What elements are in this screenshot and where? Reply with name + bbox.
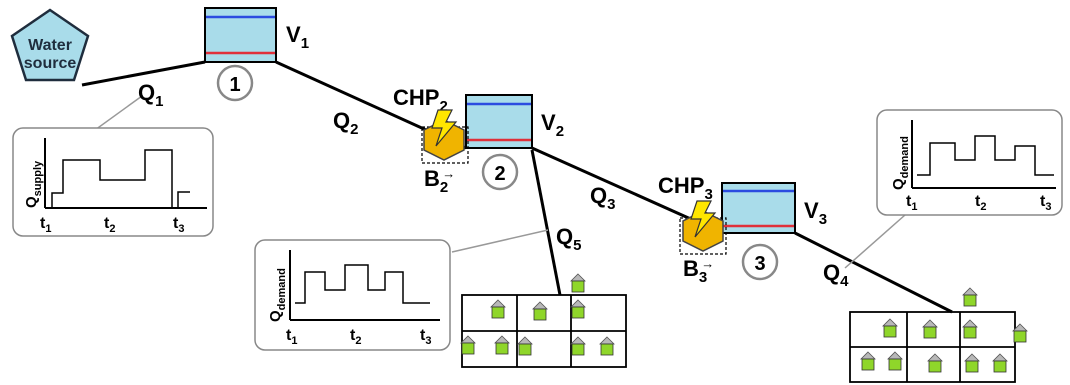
plot-demand-mid: Qdemand t1 t2 t3 — [254, 239, 451, 351]
pipe-q5 — [530, 149, 562, 296]
callout-line-demand-right — [844, 214, 906, 269]
house-icon — [570, 273, 586, 293]
flow-label-q5: Q5 — [556, 224, 581, 254]
house-icon — [570, 299, 586, 319]
flow-label-q3: Q3 — [590, 183, 615, 213]
district-grid-right — [849, 311, 1016, 383]
plot-supply: Qsupply t1 t2 t3 — [12, 127, 214, 237]
demand-mid-curve — [295, 264, 430, 304]
house-icon — [962, 319, 978, 339]
house-icon — [570, 336, 586, 356]
house-icon — [599, 336, 615, 356]
supply-ylabel: Qsupply — [23, 160, 44, 208]
demand-mid-ylabel: Qdemand — [267, 268, 288, 322]
booster-label-b3: B3→ — [683, 256, 714, 286]
house-icon — [517, 336, 533, 356]
tank-label-v2: V2 — [541, 110, 564, 140]
water-source-line2: source — [24, 55, 77, 72]
house-icon — [494, 335, 510, 355]
tank-v1 — [204, 7, 277, 63]
house-icon — [962, 287, 978, 307]
houses — [460, 273, 1028, 373]
water-source: Water source — [10, 8, 90, 82]
demand-mid-tick-t1: t1 — [286, 327, 297, 347]
chp-label-3: CHP3 — [658, 173, 713, 203]
house-icon — [532, 301, 548, 321]
house-icon — [882, 318, 898, 338]
flow-label-q1: Q1 — [138, 80, 163, 110]
pipe-q4 — [794, 231, 953, 314]
chp-label-2: CHP2 — [393, 85, 448, 115]
callout-line-supply — [94, 95, 143, 131]
chp-hexagon-3 — [682, 210, 724, 252]
tank-label-v1: V1 — [286, 22, 309, 52]
demand-mid-tick-t2: t2 — [350, 327, 361, 347]
tank-v2 — [465, 94, 533, 149]
house-icon — [1012, 323, 1028, 343]
flow-label-q2: Q2 — [333, 108, 358, 138]
supply-tick-t3: t3 — [173, 215, 184, 235]
tank-label-v3: V3 — [804, 198, 827, 228]
chp-hexagon-2 — [423, 119, 465, 161]
svg-text:1: 1 — [229, 74, 240, 96]
district-grid-mid — [461, 294, 627, 368]
flow-label-q4: Q4 — [823, 260, 849, 290]
node-3: 3 — [741, 243, 779, 281]
svg-text:2: 2 — [494, 163, 505, 185]
lightning-icon-3 — [690, 200, 717, 238]
house-icon — [860, 351, 876, 371]
house-icon — [922, 319, 938, 339]
house-icon — [964, 353, 980, 373]
node-1: 1 — [216, 64, 254, 102]
pipe-q1 — [81, 60, 206, 87]
svg-text:3: 3 — [754, 253, 765, 275]
plot-demand-right: Qdemand t1 t2 t3 — [876, 109, 1063, 216]
demand-right-tick-t3: t3 — [1040, 193, 1051, 213]
lightning-icon-2 — [431, 109, 458, 147]
supply-curve — [51, 149, 190, 209]
demand-right-tick-t2: t2 — [975, 193, 986, 213]
booster-label-b2: B2→ — [424, 166, 455, 196]
water-source-pentagon — [10, 8, 90, 82]
demand-right-curve — [917, 135, 1054, 176]
supply-tick-t1: t1 — [40, 215, 51, 235]
water-source-line1: Water — [28, 37, 72, 54]
house-icon — [887, 351, 903, 371]
demand-mid-tick-t3: t3 — [420, 327, 431, 347]
supply-tick-t2: t2 — [104, 215, 115, 235]
house-icon — [490, 299, 506, 319]
node-2: 2 — [481, 153, 519, 191]
demand-right-ylabel: Qdemand — [890, 136, 911, 190]
callout-line-demand-mid — [451, 229, 549, 253]
house-icon — [460, 335, 476, 355]
demand-right-tick-t1: t1 — [906, 193, 917, 213]
tank-v3 — [721, 182, 796, 234]
house-icon — [927, 353, 943, 373]
house-icon — [992, 353, 1008, 373]
